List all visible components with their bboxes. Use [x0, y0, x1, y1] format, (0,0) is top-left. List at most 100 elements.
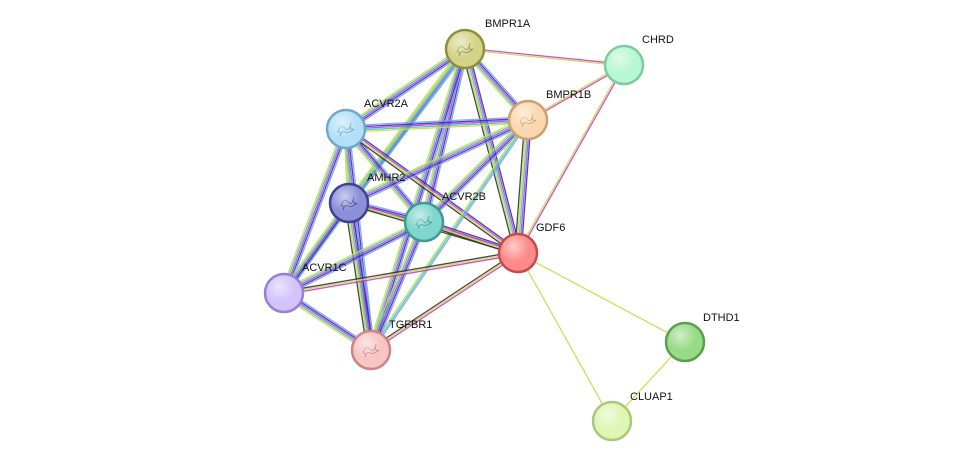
edge-evidence-line	[284, 253, 519, 296]
node-label: ACVR2B	[442, 191, 486, 203]
edge-evidence-line	[345, 129, 518, 255]
edge-gdf6-cluap1[interactable]	[517, 252, 613, 422]
node-label: ACVR2A	[364, 98, 409, 110]
node-acvr2a[interactable]: ACVR2A	[325, 98, 409, 150]
edge-evidence-line	[370, 252, 519, 351]
node-highlight	[510, 102, 546, 138]
node-acvr2b[interactable]: ACVR2B	[403, 191, 486, 243]
node-highlight	[500, 235, 536, 271]
edge-gdf6-tgfbr1[interactable]	[369, 251, 520, 352]
edge-evidence-line	[283, 252, 519, 294]
edge-evidence-line	[283, 250, 518, 293]
node-label: AMHR2	[367, 172, 406, 184]
edge-evidence-line	[517, 252, 613, 422]
edge-evidence-line	[344, 203, 368, 351]
edge-evidence-line	[282, 218, 423, 291]
edge-evidence-line	[344, 129, 424, 224]
edges-layer	[280, 45, 686, 422]
edge-acvr2a-gdf6[interactable]	[344, 126, 520, 256]
node-gdf6[interactable]: GDF6	[497, 222, 565, 274]
node-highlight	[331, 185, 367, 221]
node-cluap1[interactable]: CLUAP1	[591, 391, 673, 442]
edge-evidence-line	[520, 120, 532, 254]
node-highlight	[406, 204, 442, 240]
edge-bmpr1a-chrd[interactable]	[464, 47, 625, 67]
node-highlight	[594, 403, 630, 439]
node-highlight	[667, 324, 703, 360]
edge-evidence-line	[371, 222, 427, 351]
edge-evidence-line	[280, 127, 344, 293]
edge-evidence-line	[350, 202, 375, 350]
edge-evidence-line	[518, 120, 531, 254]
node-label: ACVR1C	[302, 262, 347, 274]
node-label: GDF6	[536, 222, 565, 234]
edge-evidence-line	[371, 120, 530, 352]
edge-evidence-line	[369, 251, 518, 350]
edge-evidence-line	[464, 49, 624, 67]
edge-evidence-line	[345, 203, 370, 351]
edge-acvr2b-tgfbr1[interactable]	[367, 220, 428, 352]
edge-evidence-line	[516, 64, 624, 253]
node-bmpr1a[interactable]: BMPR1A	[444, 18, 531, 70]
edge-evidence-line	[368, 221, 424, 350]
edge-evidence-line	[346, 49, 467, 131]
node-label: BMPR1B	[546, 89, 591, 101]
edge-evidence-line	[461, 49, 516, 254]
edge-evidence-line	[352, 202, 376, 350]
edge-bmpr1b-gdf6[interactable]	[514, 119, 532, 254]
edge-evidence-line	[350, 122, 530, 207]
node-label: CHRD	[642, 34, 674, 46]
edge-evidence-line	[283, 128, 347, 294]
edge-evidence-line	[286, 129, 350, 295]
edge-gdf6-dthd1[interactable]	[517, 252, 686, 343]
node-label: TGFBR1	[389, 319, 432, 331]
edge-evidence-line	[285, 224, 426, 297]
node-tgfbr1[interactable]: TGFBR1	[350, 319, 432, 371]
edge-evidence-line	[367, 220, 422, 350]
node-amhr2[interactable]: AMHR2	[328, 172, 406, 224]
edge-evidence-line	[346, 120, 529, 132]
edge-evidence-line	[346, 127, 426, 222]
edge-evidence-line	[349, 120, 529, 206]
edge-evidence-line	[345, 117, 528, 129]
edge-evidence-line	[347, 116, 527, 201]
edge-acvr2b-acvr1c[interactable]	[282, 218, 426, 297]
edge-evidence-line	[367, 47, 463, 350]
edge-acvr2a-acvr1c[interactable]	[280, 127, 350, 295]
edge-evidence-line	[283, 221, 425, 294]
edge-evidence-line	[368, 48, 465, 350]
edge-evidence-line	[347, 203, 371, 351]
edge-evidence-line	[518, 65, 626, 254]
edge-amhr2-tgfbr1[interactable]	[344, 202, 376, 351]
node-highlight	[447, 31, 483, 67]
node-chrd[interactable]: CHRD	[603, 34, 674, 86]
node-bmpr1b[interactable]: BMPR1B	[507, 89, 591, 141]
edge-evidence-line	[370, 221, 425, 351]
edge-evidence-line	[422, 118, 528, 222]
edge-gdf6-acvr1c[interactable]	[283, 250, 519, 296]
node-dthd1[interactable]: DTHD1	[664, 312, 740, 363]
edge-evidence-line	[349, 202, 373, 350]
edge-evidence-line	[281, 128, 346, 293]
edge-evidence-line	[514, 119, 526, 253]
node-acvr1c[interactable]: ACVR1C	[263, 262, 347, 314]
edge-chrd-gdf6[interactable]	[516, 64, 626, 254]
node-highlight	[606, 47, 642, 83]
edge-evidence-line	[423, 119, 529, 223]
node-label: BMPR1A	[485, 18, 531, 30]
edge-evidence-line	[373, 222, 428, 352]
edge-evidence-line	[346, 122, 529, 133]
edge-evidence-line	[346, 127, 519, 253]
node-label: DTHD1	[703, 312, 740, 324]
edge-evidence-line	[284, 129, 349, 294]
edge-bmpr1b-amhr2[interactable]	[347, 116, 530, 207]
edge-bmpr1a-acvr2a[interactable]	[343, 45, 468, 133]
edge-evidence-line	[343, 45, 464, 127]
edge-evidence-line	[347, 126, 520, 252]
edge-evidence-line	[343, 130, 423, 225]
node-highlight	[266, 275, 302, 311]
edge-acvr2a-bmpr1b[interactable]	[345, 116, 529, 133]
edge-evidence-line	[282, 219, 424, 293]
edge-evidence-line	[517, 252, 686, 343]
